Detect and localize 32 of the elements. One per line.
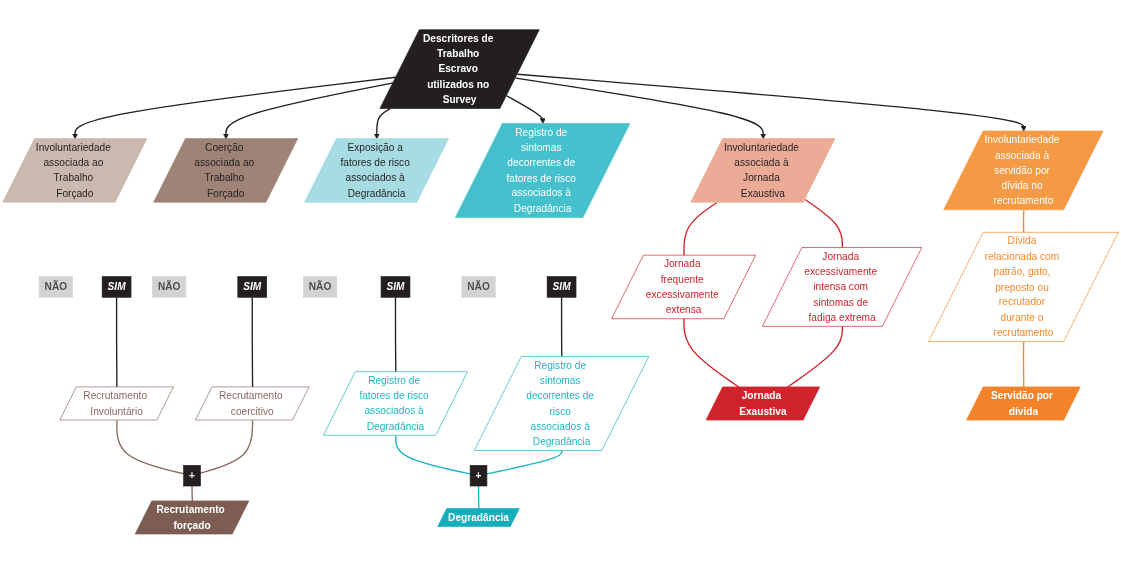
arrow — [72, 76, 397, 140]
connector — [394, 296, 397, 373]
node-box: + — [183, 465, 201, 487]
connector — [683, 318, 740, 389]
node-box: NÃO — [38, 276, 73, 298]
connector — [1022, 209, 1025, 234]
arrow — [514, 77, 767, 140]
arrow — [516, 73, 1027, 132]
connector — [477, 485, 480, 510]
connector — [115, 296, 118, 389]
node-box: NÃO — [303, 276, 338, 298]
node-box: + — [469, 465, 488, 487]
connector — [251, 296, 254, 389]
arrow — [222, 82, 394, 140]
connector — [804, 198, 844, 249]
connector — [199, 419, 254, 475]
node-box: NÃO — [152, 276, 187, 298]
connector — [786, 326, 844, 389]
node-box: SIM — [380, 276, 411, 298]
arrow — [373, 108, 391, 140]
connector — [486, 450, 563, 475]
connector — [560, 296, 563, 358]
node-box: SIM — [237, 276, 267, 298]
connector — [191, 485, 194, 503]
node-box: SIM — [546, 276, 577, 298]
connector — [1022, 341, 1025, 389]
node-box: NÃO — [461, 276, 496, 298]
connector — [116, 419, 185, 475]
connector — [395, 435, 471, 475]
arrow — [506, 95, 546, 125]
connector — [683, 202, 718, 257]
node-box: SIM — [101, 276, 132, 298]
